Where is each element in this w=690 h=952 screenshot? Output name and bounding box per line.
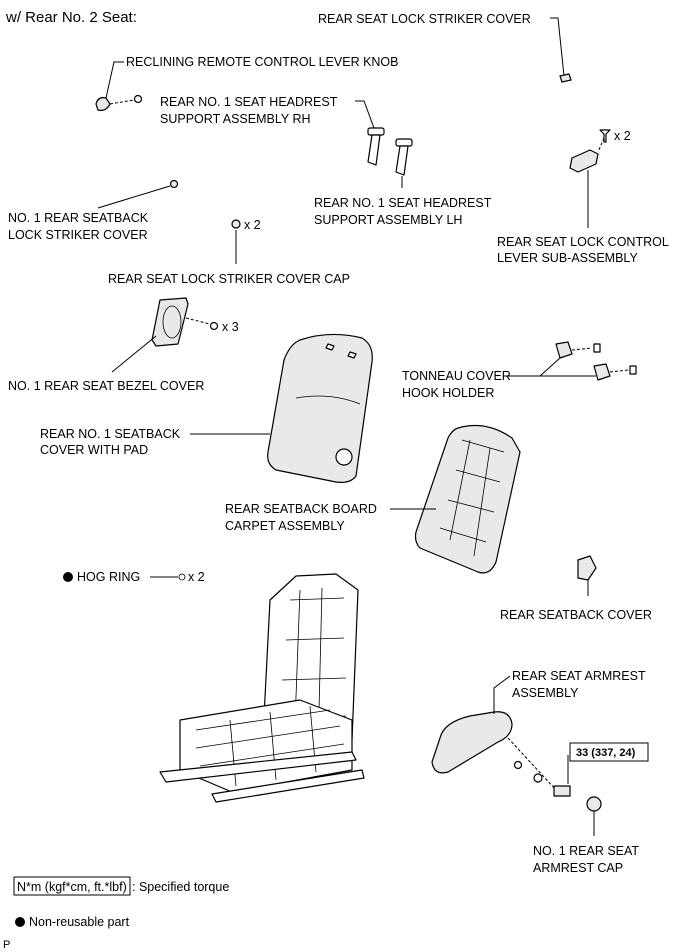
leader-reclining-knob — [105, 61, 124, 99]
headrest-support-rh-part — [367, 127, 385, 166]
label-control-lever-2: LEVER SUB-ASSEMBLY — [497, 251, 638, 265]
leader-headrest-rh — [355, 100, 375, 129]
label-hog-ring: HOG RING — [77, 570, 140, 584]
label-board-carpet-2: CARPET ASSEMBLY — [225, 519, 345, 533]
label-striker-cap: REAR SEAT LOCK STRIKER COVER CAP — [108, 272, 350, 286]
non-reusable-dot — [63, 572, 73, 582]
label-armrest-2: ASSEMBLY — [512, 686, 579, 700]
label-striker-cover: REAR SEAT LOCK STRIKER COVER — [318, 12, 531, 26]
armrest-washer-1 — [513, 760, 523, 770]
label-board-carpet-1: REAR SEATBACK BOARD — [225, 502, 377, 516]
lever-screw-dash — [597, 137, 605, 153]
legend-non-reusable-text: Non-reusable part — [29, 915, 130, 929]
seatback-cover-tab-2 — [347, 351, 357, 359]
striker-cover-cap-part — [231, 219, 241, 229]
label-tonneau-1: TONNEAU COVER — [402, 369, 511, 383]
seatback-cover-seam — [295, 395, 361, 405]
qty-bezel-screw: x 3 — [222, 320, 239, 334]
armrest-cap-part — [586, 796, 602, 812]
knob-screw-part — [133, 94, 143, 104]
label-seatback-cover-2: COVER WITH PAD — [40, 443, 148, 457]
legend-torque-units: N*m (kgf*cm, ft.*lbf) — [17, 880, 127, 894]
torque-value: 33 (337, 24) — [576, 747, 636, 759]
corner-mark: P — [3, 939, 10, 951]
label-tonneau-2: HOOK HOLDER — [402, 386, 494, 400]
seat-frame-part — [159, 573, 365, 803]
bezel-screw-dash — [185, 317, 211, 325]
seatback-cover-tab-1 — [325, 343, 335, 351]
board-carpet-ribs — [439, 439, 505, 557]
label-headrest-lh-2: SUPPORT ASSEMBLY LH — [314, 213, 462, 227]
bezel-cover-part — [151, 297, 189, 347]
rear-seatback-cover-part — [577, 555, 597, 581]
armrest-part — [431, 711, 513, 774]
lever-knob-part — [95, 97, 111, 111]
label-reclining-knob: RECLINING REMOTE CONTROL LEVER KNOB — [126, 55, 399, 69]
legend-torque-text: : Specified torque — [132, 880, 229, 894]
label-headrest-rh-1: REAR NO. 1 SEAT HEADREST — [160, 95, 338, 109]
leader-bezel-cover — [111, 335, 157, 373]
leader-striker-cover — [550, 17, 565, 77]
label-lock-striker-1: NO. 1 REAR SEATBACK — [8, 211, 149, 225]
bezel-screw-part — [209, 321, 219, 331]
label-armrest-1: REAR SEAT ARMREST — [512, 669, 646, 683]
bezel-cover-detail — [162, 305, 182, 339]
label-armrest-cap-2: ARMREST CAP — [533, 861, 623, 875]
label-seatback-cover-1: REAR NO. 1 SEATBACK — [40, 427, 181, 441]
headrest-support-lh-part — [395, 138, 413, 176]
label-headrest-lh-1: REAR NO. 1 SEAT HEADREST — [314, 196, 492, 210]
tonneau-hook-holder-part-1 — [555, 341, 601, 359]
armrest-dash — [507, 737, 557, 791]
label-control-lever-1: REAR SEAT LOCK CONTROL — [497, 235, 669, 249]
lever-screw-part — [599, 129, 611, 143]
qty-striker-cap: x 2 — [244, 218, 261, 232]
lock-control-lever-part — [569, 149, 599, 173]
label-bezel-cover: NO. 1 REAR SEAT BEZEL COVER — [8, 379, 204, 393]
torque-box — [569, 742, 649, 762]
knob-dash — [109, 99, 135, 105]
leader-tonneau — [504, 357, 596, 377]
seatback-cover-pad-part — [267, 333, 373, 483]
label-lock-striker-2: LOCK STRIKER COVER — [8, 228, 148, 242]
label-headrest-rh-2: SUPPORT ASSEMBLY RH — [160, 112, 311, 126]
qty-lever-screw: x 2 — [614, 129, 631, 143]
legend-non-reusable-dot — [15, 917, 25, 927]
qty-hog-ring: x 2 — [188, 570, 205, 584]
striker-cover-part — [559, 73, 572, 83]
lock-striker-cover-part — [169, 179, 179, 189]
legend-torque-box — [13, 876, 131, 896]
tonneau-hook-holder-part-2 — [593, 363, 637, 381]
board-carpet-part — [414, 425, 521, 574]
hog-ring-part — [178, 573, 186, 581]
seatback-cover-hole — [335, 448, 353, 466]
leader-armrest — [493, 675, 511, 714]
armrest-bolt-part — [553, 785, 571, 797]
diagram-heading: w/ Rear No. 2 Seat: — [5, 9, 137, 26]
label-armrest-cap-1: NO. 1 REAR SEAT — [533, 844, 639, 858]
label-rear-seatback-cover: REAR SEATBACK COVER — [500, 608, 652, 622]
armrest-washer-2 — [533, 773, 543, 783]
leader-lock-striker — [97, 185, 171, 209]
